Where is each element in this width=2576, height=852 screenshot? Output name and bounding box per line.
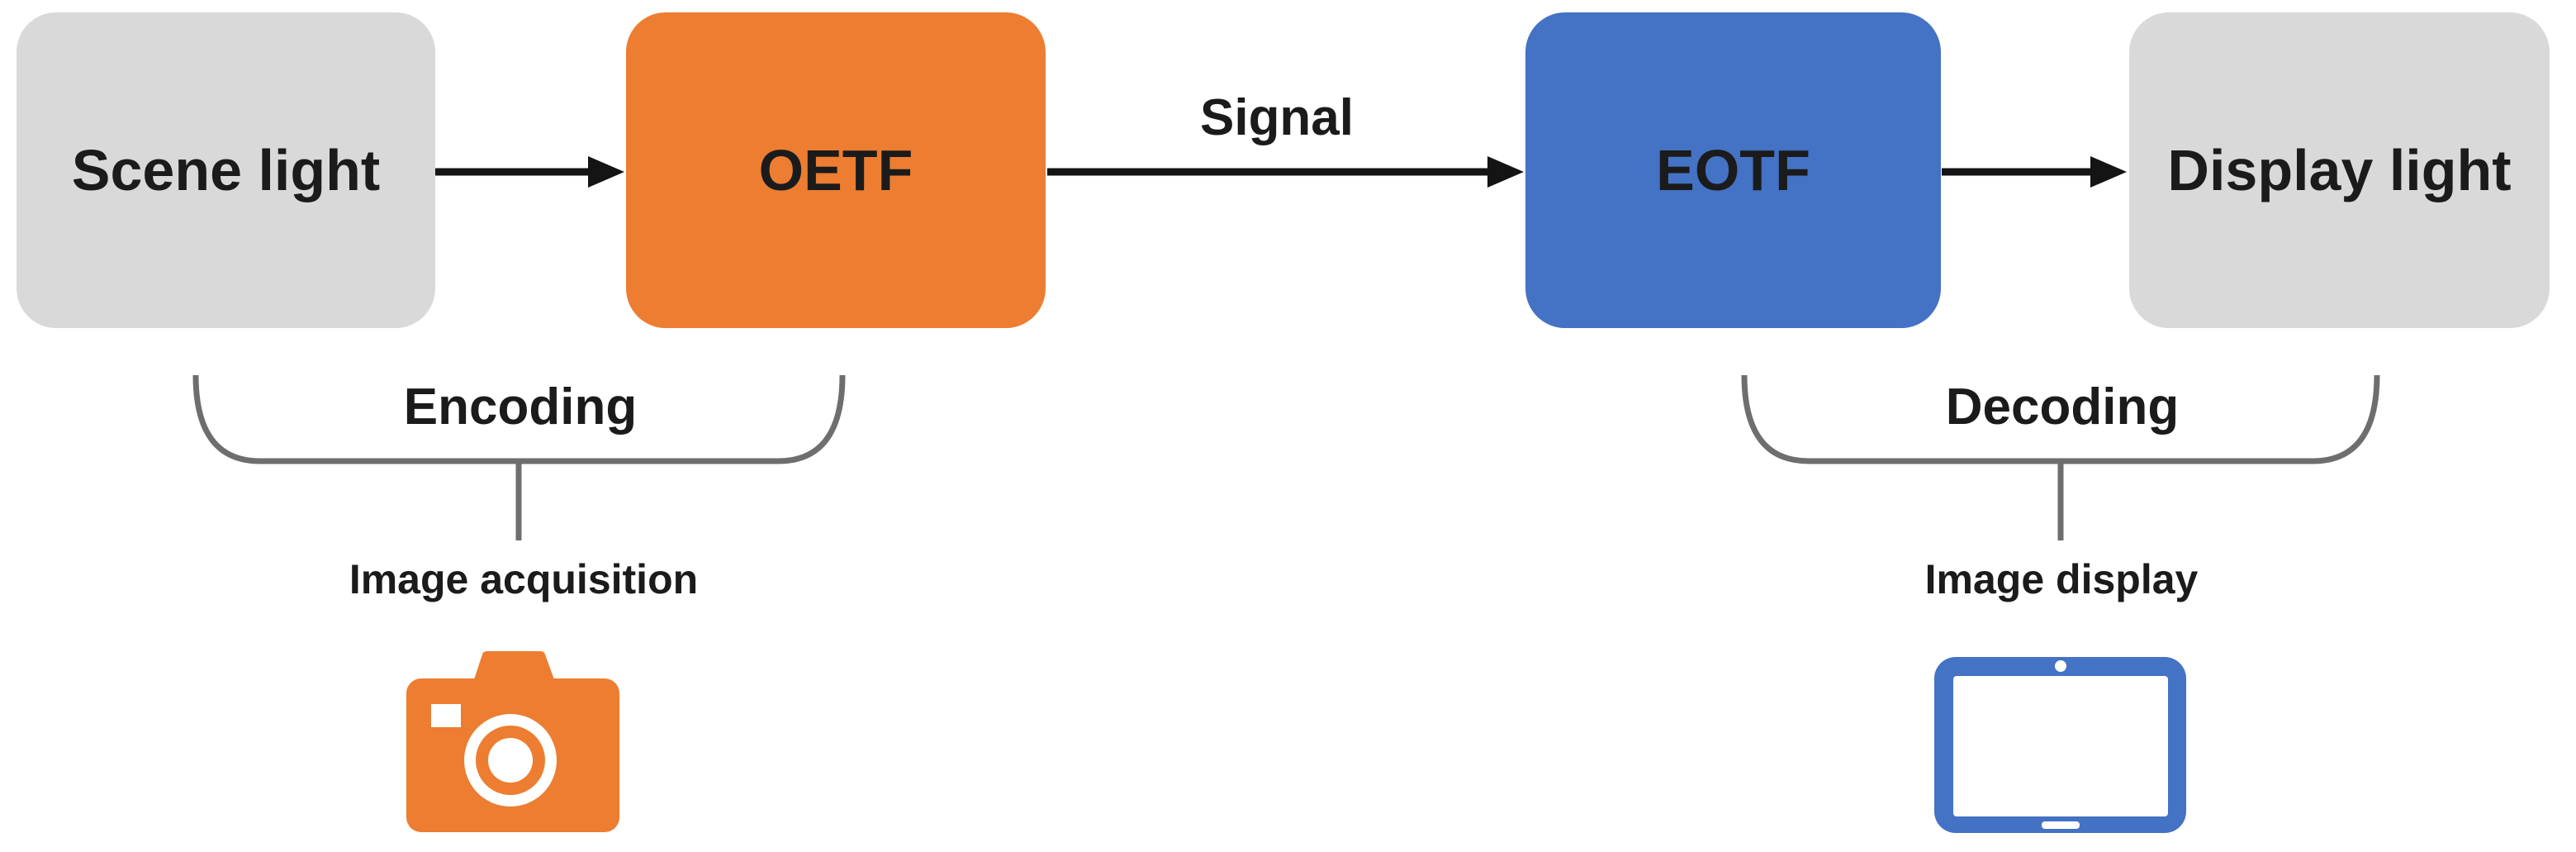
arrow-scene-to-oetf <box>435 156 624 188</box>
oetf-node: OETF <box>626 12 1046 328</box>
eotf-node: EOTF <box>1525 12 1941 328</box>
eotf-label: EOTF <box>1656 138 1810 202</box>
image-display-label: Image display <box>1924 556 2199 602</box>
signal-arrow <box>1047 156 1524 188</box>
display-light-label: Display light <box>2167 138 2512 202</box>
signal-label: Signal <box>1199 89 1354 146</box>
scene-light-label: Scene light <box>71 138 381 202</box>
image-acquisition-label: Image acquisition <box>349 556 699 602</box>
scene-light-node: Scene light <box>17 12 435 328</box>
display-light-node: Display light <box>2129 12 2550 328</box>
oetf-label: OETF <box>758 138 913 202</box>
encoding-label: Encoding <box>403 378 638 436</box>
arrow-eotf-to-display <box>1942 156 2127 188</box>
tablet-icon <box>1934 657 2186 833</box>
decoding-label: Decoding <box>1945 378 2180 436</box>
camera-icon <box>406 651 619 832</box>
